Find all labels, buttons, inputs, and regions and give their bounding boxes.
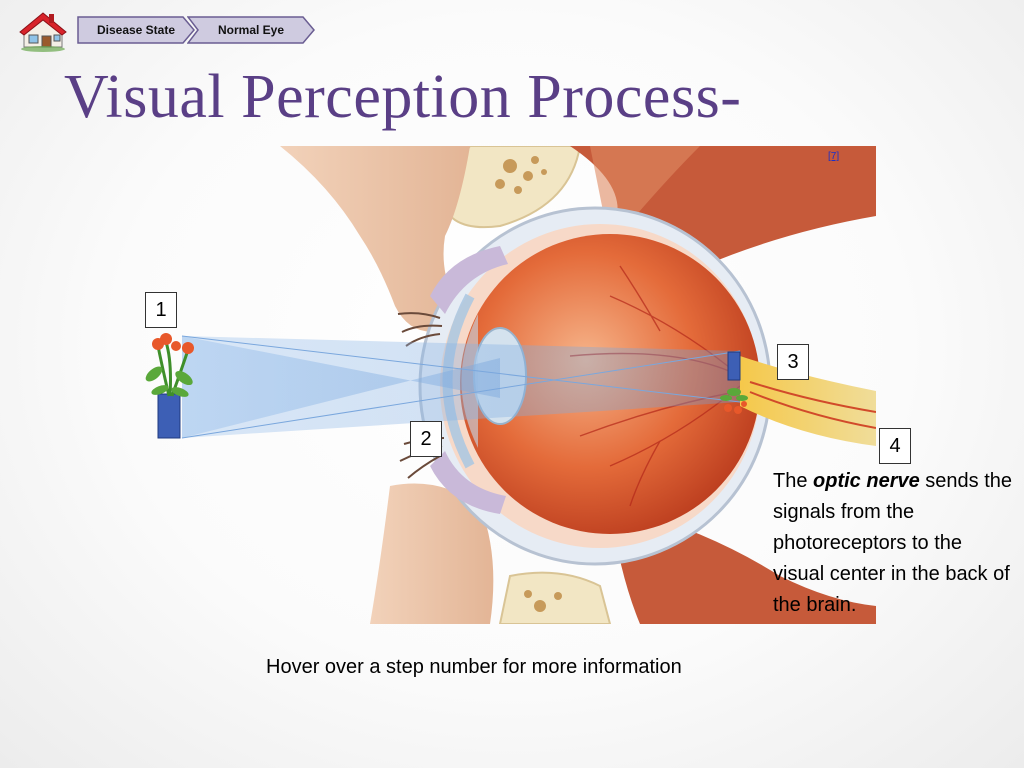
breadcrumb: Disease State Normal Eye [77, 16, 315, 44]
citation-link[interactable]: [7] [828, 151, 840, 162]
breadcrumb-label: Normal Eye [217, 23, 285, 37]
info-prefix: The [773, 470, 814, 492]
page-title: Visual Perception Process- [64, 63, 742, 131]
home-icon [19, 12, 67, 52]
info-suffix: sends the signals from the photoreceptor… [773, 470, 1013, 616]
step-1-button[interactable]: 1 [145, 292, 177, 328]
step-4-button[interactable]: 4 [879, 428, 911, 464]
breadcrumb-label: Disease State [96, 23, 176, 37]
eye-diagram-image [140, 146, 876, 624]
hover-hint: Hover over a step number for more inform… [266, 656, 682, 678]
breadcrumb-normal-eye[interactable]: Normal Eye [187, 16, 315, 44]
step-3-button[interactable]: 3 [777, 344, 809, 380]
breadcrumb-disease-state[interactable]: Disease State [77, 16, 195, 44]
info-term: optic nerve [813, 470, 920, 492]
step-2-button[interactable]: 2 [410, 421, 442, 457]
home-button[interactable] [18, 9, 68, 53]
step-info-text: The optic nerve sends the signals from t… [773, 466, 1018, 621]
